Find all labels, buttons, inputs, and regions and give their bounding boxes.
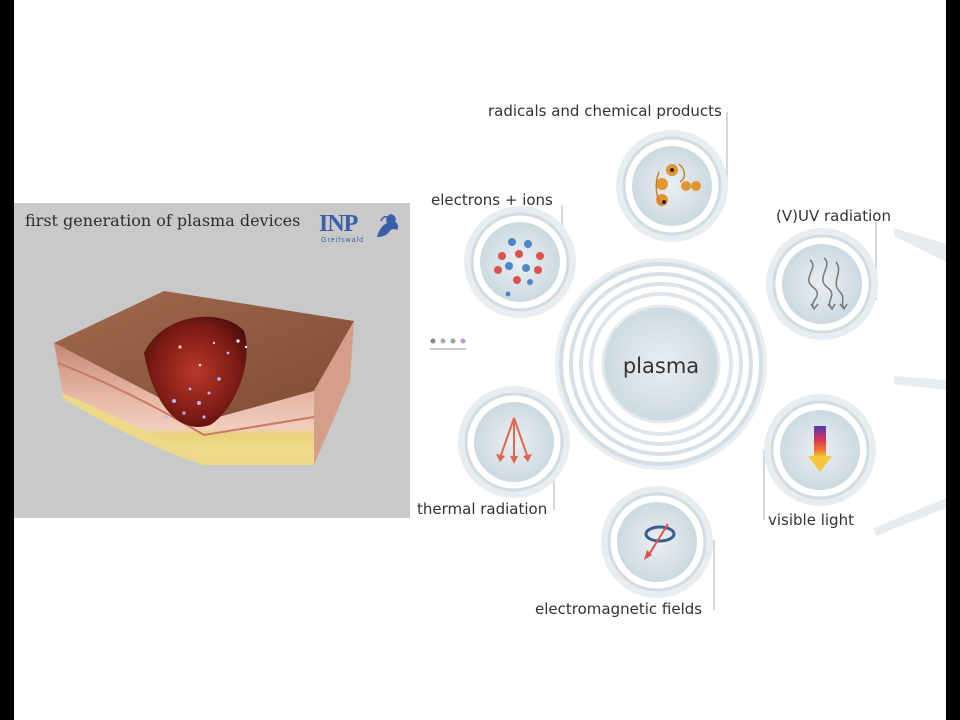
- thermal-radiation-node: [458, 386, 570, 498]
- uv-radiation-label: (V)UV radiation: [776, 207, 891, 225]
- radicals-label: radicals and chemical products: [488, 102, 722, 120]
- plasma-particles: [164, 351, 230, 419]
- electrons-ions-node: [464, 206, 576, 318]
- logo-text: INP: [319, 211, 358, 237]
- em-fields-node: [601, 486, 713, 598]
- plasma-label: plasma: [623, 354, 699, 378]
- plasma-components-diagram: plasma: [458, 112, 946, 610]
- visible-light-label: visible light: [768, 511, 854, 529]
- heat-arrows-icon: [496, 417, 532, 464]
- plasma-center: plasma: [555, 258, 767, 470]
- molecule-icon: [655, 163, 701, 207]
- panel-title: first generation of plasma devices: [25, 211, 301, 230]
- fat-layer: [62, 393, 314, 465]
- particle-legend: [430, 338, 466, 350]
- radicals-node: [616, 130, 728, 242]
- particles-icon: [494, 238, 544, 297]
- skin-right-layers: [314, 321, 354, 465]
- wave-arrows-icon: [808, 257, 848, 311]
- field-arrow-icon: [644, 523, 676, 560]
- plasma-device-illustration: first generation of plasma devices INP G…: [14, 203, 410, 518]
- logo-subtext: Greifswald: [321, 237, 365, 244]
- visible-light-node: [764, 394, 876, 506]
- skin-tissue-illustration: [54, 291, 354, 465]
- slide: first generation of plasma devices INP G…: [14, 0, 946, 720]
- thermal-radiation-label: thermal radiation: [417, 500, 548, 518]
- gradient-arrow-icon: [808, 426, 832, 472]
- electrons-ions-label: electrons + ions: [431, 191, 553, 209]
- griffin-icon: [377, 214, 399, 237]
- wound-cavity: [144, 316, 247, 428]
- uv-radiation-node: [766, 228, 878, 340]
- inp-logo: INP Greifswald: [319, 209, 403, 249]
- skin-front-layers: [54, 343, 314, 465]
- light-rays-decoration: [874, 228, 946, 536]
- em-fields-label: electromagnetic fields: [535, 600, 703, 618]
